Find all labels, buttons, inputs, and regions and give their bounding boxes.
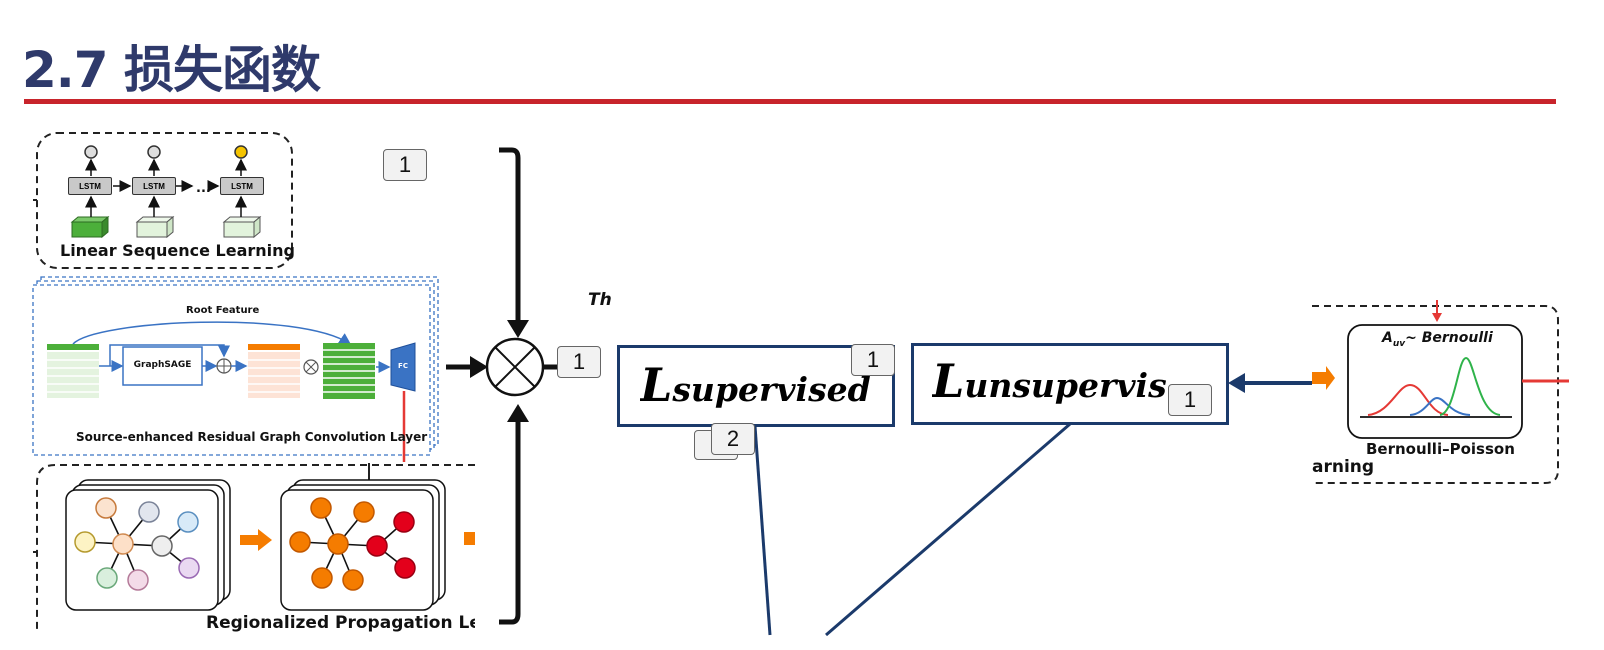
lstm-outputs <box>84 145 248 192</box>
fc-label: FC <box>398 362 408 370</box>
orange-arrow-1 <box>240 529 272 551</box>
formula-a: A <box>1382 330 1393 346</box>
gcn-input-feature <box>47 344 99 398</box>
supervised-loss-formula: Lsupervised <box>640 358 871 412</box>
curve-green <box>1439 356 1501 416</box>
tag-unsupervised-1[interactable]: 1 <box>1168 384 1212 416</box>
unsupervised-loss-box: Lunsupervis <box>911 343 1229 425</box>
lstm-ellipsis: ... <box>196 181 211 196</box>
graph-card-2 <box>280 479 446 611</box>
top-bracket <box>499 147 521 325</box>
connector-supervised <box>753 425 772 636</box>
formula-uv: uv <box>1392 338 1406 349</box>
partial-text: Th <box>588 290 612 310</box>
bottom-bracket <box>499 418 521 625</box>
unsupervised-loss-symbol: L <box>932 354 965 408</box>
curve-red <box>1367 383 1449 416</box>
bernoulli-module-frame <box>1312 305 1559 484</box>
slide-title: 2.7 损失函数 <box>22 41 321 99</box>
gcn-hidden-feature <box>248 344 300 398</box>
curve-blue <box>1409 396 1471 416</box>
tag-top-1[interactable]: 1 <box>383 149 427 181</box>
regionalized-label: Regionalized Propagation Le <box>206 613 475 633</box>
title-rule <box>24 99 1556 104</box>
unsupervised-loss-formula: Lunsupervis <box>932 354 1182 408</box>
supervised-loss-subscript: supervised <box>672 370 871 409</box>
gcn-output-feature <box>323 343 375 399</box>
bernoulli-caption: Bernoulli–Poisson <box>1366 440 1515 458</box>
unsupervised-loss-subscript: unsupervis <box>964 366 1167 405</box>
graphsage-box <box>122 346 203 386</box>
graphsage-label: GraphSAGE <box>133 360 192 370</box>
supervised-loss-symbol: L <box>640 358 673 412</box>
orange-arrow-2-partial <box>464 532 475 545</box>
supervised-loss-box: Lsupervised <box>617 345 895 427</box>
bernoulli-partial-label: arning <box>1312 457 1375 477</box>
residual-layer-label: Source-enhanced Residual Graph Convoluti… <box>76 430 428 444</box>
root-feature-label: Root Feature <box>186 305 260 316</box>
propagation-module-frame <box>36 464 475 630</box>
lstm-cell-3: LSTM <box>220 177 264 195</box>
connector-unsupervised <box>825 422 1071 637</box>
regionalized-label-clip: Regionalized Propagation Le <box>40 612 475 636</box>
bernoulli-formula: Auv~ Bernoulli <box>1382 330 1493 349</box>
tag-merge-1[interactable]: 1 <box>557 346 601 378</box>
graph-card-1 <box>65 479 231 611</box>
fc-layer <box>390 342 416 392</box>
linear-sequence-label: Linear Sequence Learning <box>60 241 295 260</box>
lstm-cell-2: LSTM <box>132 177 176 195</box>
formula-rest: ~ Bernoulli <box>1405 330 1493 346</box>
lstm-inputs <box>70 195 262 239</box>
lstm-cell-1: LSTM <box>68 177 112 195</box>
tag-supervised-2[interactable]: 2 <box>711 423 755 455</box>
tag-supervised-1[interactable]: 1 <box>851 344 895 376</box>
